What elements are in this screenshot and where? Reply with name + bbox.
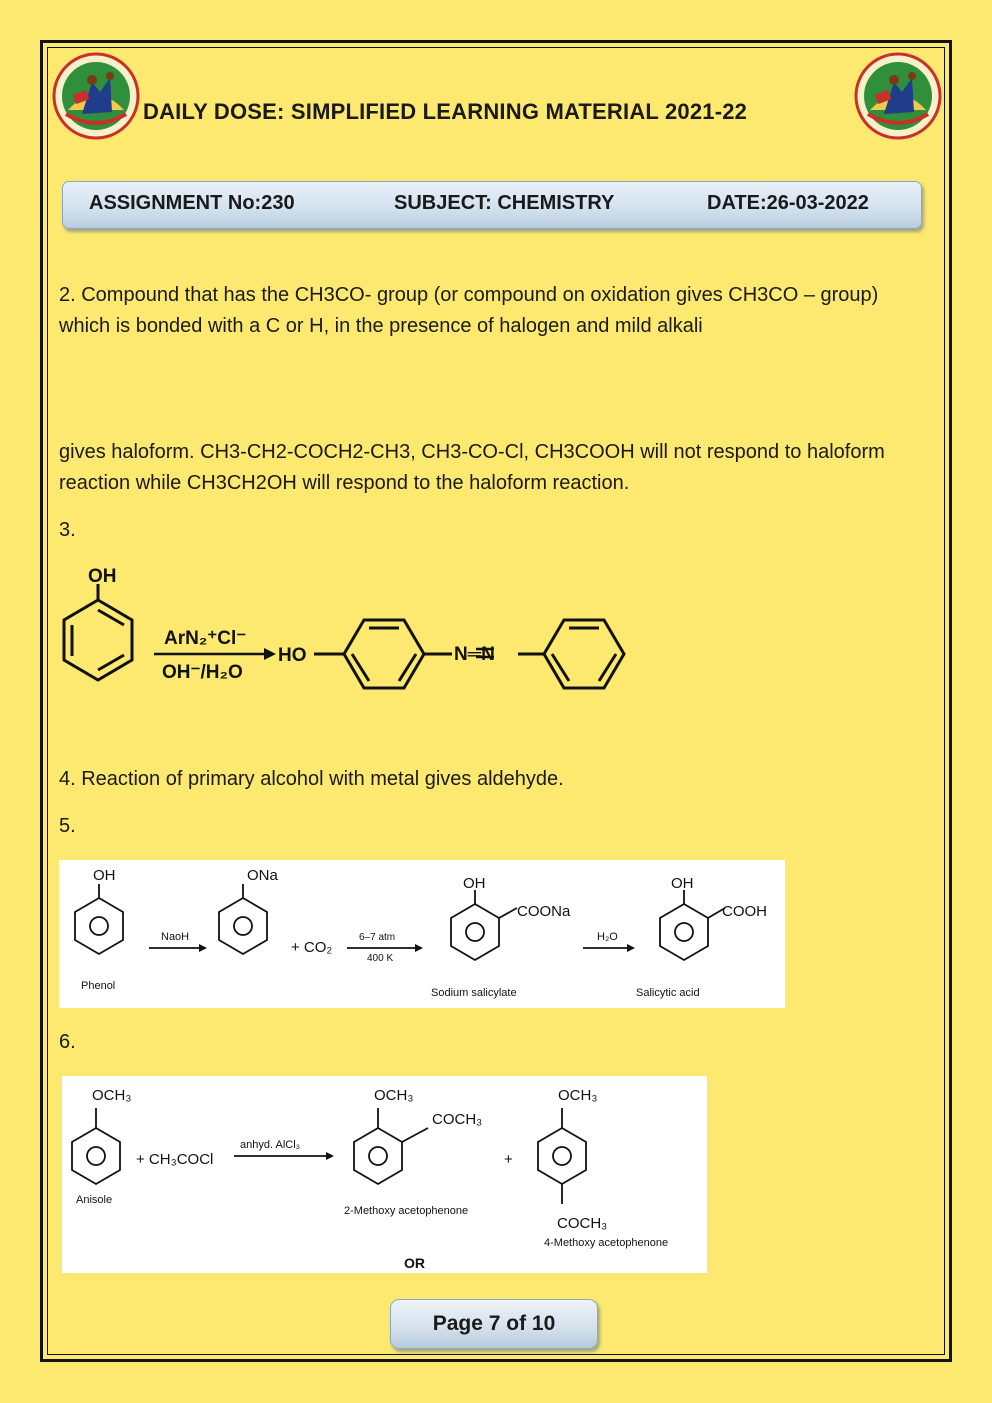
product-ho-label: HO [278, 645, 307, 666]
friedel-crafts-diagram: OCH₃ + CH₃COCl anhyd. AlCl₃ OCH₃ COCH₃ +… [62, 1076, 707, 1273]
anisole-och3: OCH₃ [92, 1087, 131, 1104]
phenol-oh: OH [93, 867, 116, 884]
answer-3-number: 3. [59, 519, 76, 541]
date-label: DATE:26-03-2022 [707, 192, 869, 214]
condition-pressure: 6–7 atm [359, 932, 395, 943]
acetyl-chloride-reagent: + CH₃COCl [136, 1151, 213, 1168]
assignment-number: ASSIGNMENT No:230 [89, 192, 295, 214]
label-salicylic-acid: Salicytic acid [636, 987, 700, 999]
answer-2-part2: gives haloform. CH3-CH2-COCH2-CH3, CH3-C… [59, 441, 885, 494]
label-ortho-product: 2-Methoxy acetophenone [344, 1205, 468, 1217]
reagent-base: OH⁻/H₂O [162, 662, 243, 683]
ortho-och3: OCH₃ [374, 1087, 413, 1104]
label-phenol: Phenol [81, 980, 115, 992]
label-sodium-salicylate: Sodium salicylate [431, 987, 517, 999]
naoh-reagent: NaoH [161, 931, 189, 943]
water-reagent: H₂O [597, 931, 618, 943]
acid-oh: OH [671, 875, 694, 892]
para-och3: OCH₃ [558, 1087, 597, 1104]
answer-4: 4. Reaction of primary alcohol with meta… [59, 768, 564, 790]
azo-group-label: N═N [454, 644, 495, 665]
reagent-diazonium: ArN₂⁺Cl⁻ [164, 628, 246, 649]
condition-temperature: 400 K [367, 953, 393, 964]
school-logo-left [52, 52, 140, 140]
plus-sign: + [504, 1151, 513, 1168]
phenoxide-ona: ONa [247, 867, 279, 884]
catalyst-label: anhyd. AlCl₃ [240, 1139, 300, 1151]
kolbe-reaction-diagram: OH ONa OH COONa OH COOH NaoH + CO₂ 6–7 a… [59, 860, 785, 1008]
page-border-outer [40, 40, 952, 1362]
salicylate-oh: OH [463, 875, 486, 892]
page-indicator: Page 7 of 10 [390, 1299, 598, 1349]
label-anisole: Anisole [76, 1194, 112, 1206]
answer-6-number: 6. [59, 1031, 76, 1053]
page-border-inner [47, 47, 945, 1355]
page-number: Page 7 of 10 [432, 1312, 556, 1335]
ortho-coch3: COCH₃ [432, 1111, 482, 1128]
phenol-oh-label: OH [88, 566, 117, 587]
answer-5-number: 5. [59, 815, 76, 837]
assignment-banner: ASSIGNMENT No:230 SUBJECT: CHEMISTRY DAT… [62, 181, 922, 229]
acid-cooh: COOH [722, 903, 767, 920]
para-coch3: COCH₃ [557, 1215, 607, 1232]
salicylate-coona: COONa [517, 903, 571, 920]
or-label: OR [404, 1255, 425, 1271]
co2-reagent: + CO₂ [291, 939, 332, 956]
azo-coupling-diagram: OH ArN₂⁺Cl⁻ OH⁻/H₂O HO N═N [62, 566, 626, 690]
label-para-product: 4-Methoxy acetophenone [544, 1237, 668, 1249]
page-title: DAILY DOSE: SIMPLIFIED LEARNING MATERIAL… [143, 99, 748, 124]
subject-label: SUBJECT: CHEMISTRY [394, 192, 615, 214]
school-logo-right [854, 52, 942, 140]
answer-2-part1: 2. Compound that has the CH3CO- group (o… [59, 284, 879, 337]
